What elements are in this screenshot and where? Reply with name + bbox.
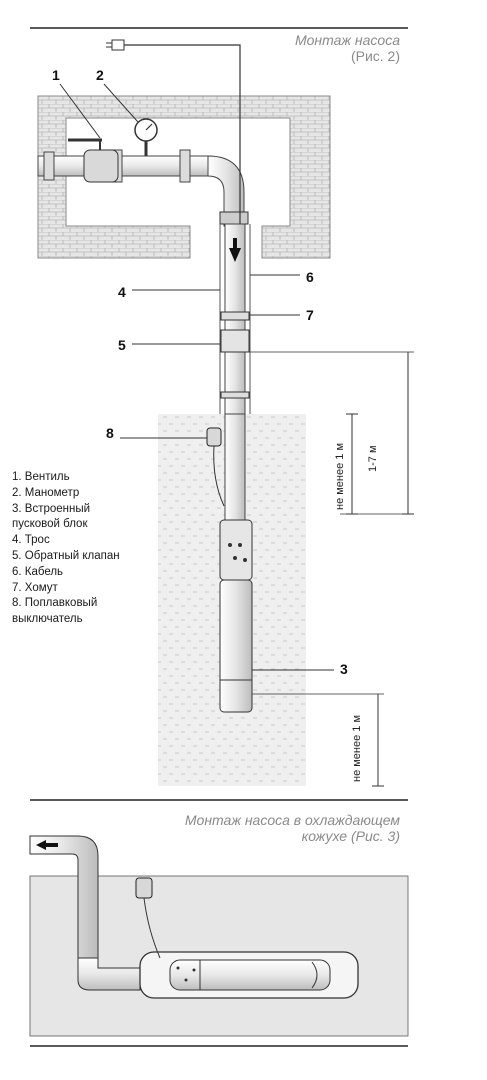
callout-label: 2 [96, 67, 104, 83]
legend-list: 1. Вентиль 2. Манометр 3. Встроенный пус… [12, 470, 162, 628]
legend-item: 1. Вентиль [12, 471, 70, 483]
legend-item: 7. Хомут [12, 581, 58, 594]
cooling-jacket-scene [29, 835, 409, 1037]
brick-wall [37, 95, 331, 259]
callout-label: 6 [306, 269, 314, 285]
clamp-icon [220, 391, 250, 399]
callout-7: 7 [250, 307, 314, 323]
well-head [219, 211, 249, 225]
callout-label: 3 [340, 661, 348, 677]
legend-item: выключатель [12, 613, 83, 626]
legend-item: 4. Трос [12, 534, 50, 547]
fig3-title: Монтаж насоса в охлаждающем кожухе (Рис.… [120, 812, 400, 844]
dimension-1-7m: 1-7 м [340, 352, 414, 515]
valve-icon [68, 138, 119, 183]
dimension-min-1m-top: не менее 1 м [250, 351, 414, 515]
callout-label: 8 [106, 425, 114, 441]
callout-label: 5 [118, 337, 126, 353]
callout-label: 1 [52, 67, 60, 83]
callout-2: 2 [96, 67, 139, 123]
callout-1: 1 [52, 67, 101, 139]
callout-3: 3 [252, 661, 348, 677]
fig2-title-line1: Монтаж насоса [294, 32, 400, 48]
discharge-pipe [37, 149, 245, 227]
legend-item: 6. Кабель [12, 565, 64, 578]
legend-item: 3. Встроенный [12, 502, 91, 515]
manometer-icon [134, 118, 158, 156]
dimension-label: 1-7 м [367, 445, 379, 472]
callout-4: 4 [118, 284, 220, 300]
fig2-title: Монтаж насоса (Рис. 2) [240, 32, 400, 64]
legend-item: пусковой блок [12, 518, 88, 531]
callout-6: 6 [250, 269, 314, 285]
pump-body [219, 519, 253, 713]
callout-5: 5 [118, 337, 220, 353]
legend-item: 8. Поплавковый [12, 597, 98, 610]
fig3-title-line2: кожухе (Рис. 3) [301, 828, 400, 844]
clamp-icon [220, 311, 250, 321]
legend-item: 5. Обратный клапан [12, 549, 120, 562]
power-cable [106, 39, 241, 226]
dimension-label: не менее 1 м [351, 715, 363, 782]
dimension-min-1m-bottom: не менее 1 м [252, 693, 384, 787]
float-switch-icon [206, 427, 225, 507]
callout-8: 8 [106, 425, 207, 441]
dimension-label: не менее 1 м [334, 443, 346, 510]
check-valve-icon [220, 329, 250, 353]
callout-label: 4 [118, 284, 126, 300]
flow-arrow-icon [229, 238, 241, 262]
callout-label: 7 [306, 307, 314, 323]
flow-arrow-icon [36, 840, 58, 850]
fig3-title-line1: Монтаж насоса в охлаждающем [184, 812, 400, 828]
legend-item: 2. Манометр [12, 486, 80, 499]
fig2-title-line2: (Рис. 2) [350, 48, 400, 64]
